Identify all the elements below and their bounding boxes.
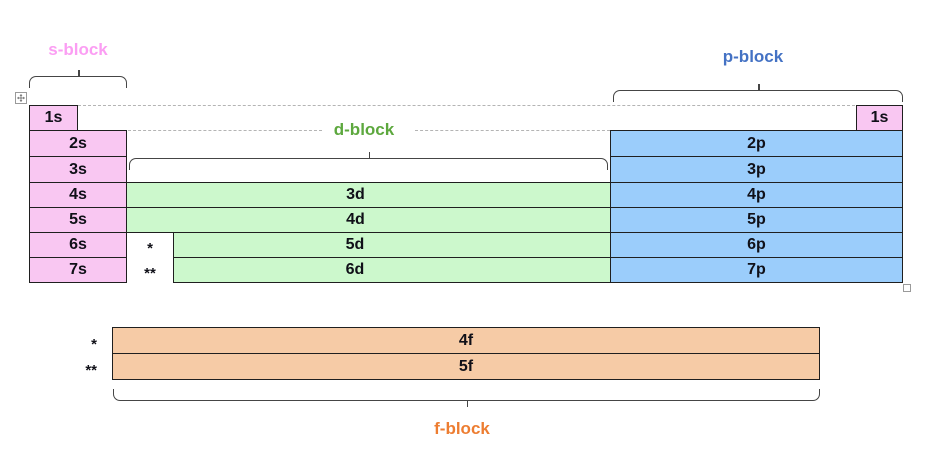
cell-4f[interactable]: 4f [112,327,820,354]
dotted-gridline-row2-left [128,130,322,131]
cell-2p[interactable]: 2p [610,130,903,157]
cell-4d[interactable]: 4d [126,207,613,233]
cell-3s[interactable]: 3s [29,156,127,183]
cell-5d[interactable]: 5d [173,232,613,258]
asterisk-marker-6s-row: * [147,240,153,257]
cell-5s[interactable]: 5s [29,207,127,233]
dotted-gridline-row2-right [415,130,610,131]
cell-6s[interactable]: 6s [29,232,127,258]
cell-6d[interactable]: 6d [173,257,613,283]
asterisk-marker-4f-row: * [91,336,97,353]
cell-1s-right[interactable]: 1s [856,105,903,131]
cell-6p[interactable]: 6p [610,232,903,258]
cell-1s-left[interactable]: 1s [29,105,78,131]
move-icon [17,94,25,102]
cell-5f[interactable]: 5f [112,353,820,380]
p-block-brace [613,84,903,102]
table-move-handle[interactable] [15,92,27,104]
brace-tick [368,152,370,159]
cell-2s[interactable]: 2s [29,130,127,157]
brace-tick [78,70,80,77]
cell-3p[interactable]: 3p [610,156,903,183]
d-block-brace [129,152,608,170]
f-block-brace [113,389,820,407]
cell-4p[interactable]: 4p [610,182,903,208]
s-block-brace [29,70,127,88]
f-block-label: f-block [434,419,490,438]
cell-4s[interactable]: 4s [29,182,127,208]
s-block-label: s-block [48,40,108,59]
dotted-gridline-row1 [78,105,855,106]
cell-7s[interactable]: 7s [29,257,127,283]
double-asterisk-marker-5f-row: ** [85,362,97,379]
double-asterisk-marker-7s-row: ** [144,265,156,282]
d-block-label: d-block [333,120,395,139]
p-block-label: p-block [722,47,784,66]
cell-7p[interactable]: 7p [610,257,903,283]
cell-5p[interactable]: 5p [610,207,903,233]
cell-3d[interactable]: 3d [126,182,613,208]
table-resize-handle[interactable] [903,284,911,292]
brace-tick [466,400,468,407]
brace-tick [758,84,760,91]
